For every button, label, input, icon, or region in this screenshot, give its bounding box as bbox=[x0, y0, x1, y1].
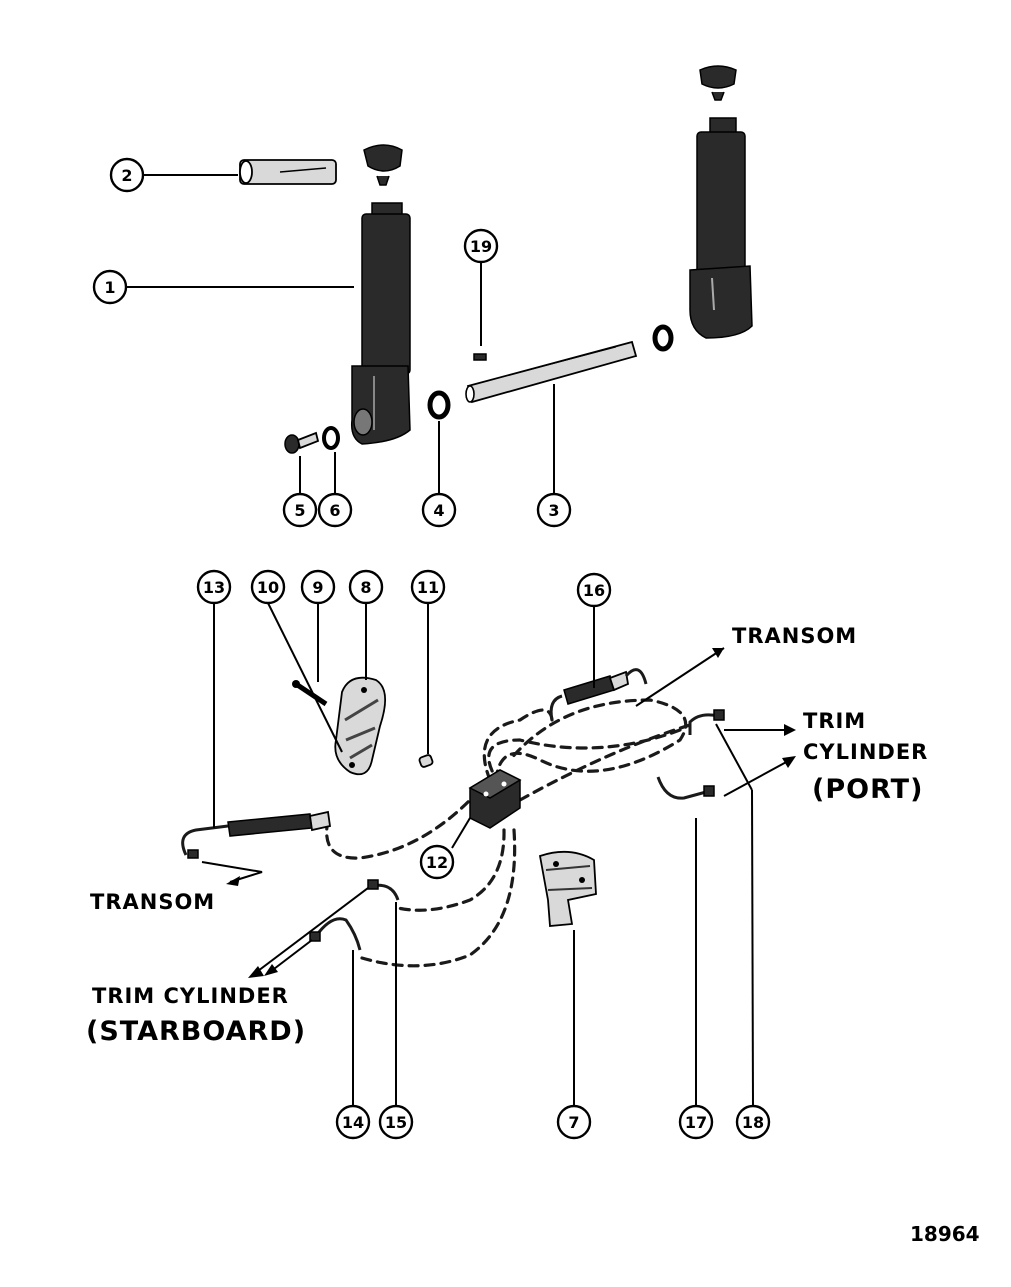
callout-6: 6 bbox=[317, 492, 353, 528]
label-trim-port-1: TRIM bbox=[803, 709, 866, 733]
pin-part-2 bbox=[239, 159, 337, 185]
svg-text:17: 17 bbox=[685, 1113, 707, 1132]
callout-16: 16 bbox=[576, 572, 612, 608]
cylinder-cap-left bbox=[363, 144, 403, 186]
callout-8: 8 bbox=[348, 569, 384, 605]
label-trim-port-2: CYLINDER bbox=[803, 740, 928, 764]
svg-text:8: 8 bbox=[360, 578, 371, 597]
callout-12: 12 bbox=[419, 844, 455, 880]
callout-13: 13 bbox=[196, 569, 232, 605]
callout-19: 19 bbox=[463, 228, 499, 264]
figure-number: 18964 bbox=[910, 1222, 980, 1246]
label-trim-port-3: (PORT) bbox=[812, 774, 923, 805]
svg-text:13: 13 bbox=[203, 578, 225, 597]
svg-text:15: 15 bbox=[385, 1113, 407, 1132]
washer-part-6 bbox=[322, 426, 340, 450]
svg-text:1: 1 bbox=[104, 278, 115, 297]
screw-part-9 bbox=[292, 680, 328, 707]
svg-text:18: 18 bbox=[742, 1113, 764, 1132]
leader-12 bbox=[451, 817, 471, 849]
valve-block-part-12 bbox=[468, 769, 522, 829]
callout-18: 18 bbox=[735, 1104, 771, 1140]
svg-text:19: 19 bbox=[470, 237, 492, 256]
tube-part-15 bbox=[367, 879, 400, 901]
label-trim-starboard-2: (STARBOARD) bbox=[86, 1016, 306, 1047]
hose-part-13 bbox=[181, 810, 332, 859]
bracket-part-7 bbox=[538, 850, 597, 927]
callout-3: 3 bbox=[536, 492, 572, 528]
leader-18b bbox=[751, 789, 754, 1107]
leader-10 bbox=[267, 602, 343, 753]
callout-11: 11 bbox=[410, 569, 446, 605]
callout-9: 9 bbox=[300, 569, 336, 605]
leader-18a bbox=[715, 723, 753, 791]
callout-15: 15 bbox=[378, 1104, 414, 1140]
svg-text:6: 6 bbox=[329, 501, 340, 520]
trim-cylinder-left bbox=[350, 202, 411, 445]
arrow-transom-left bbox=[201, 861, 263, 886]
label-transom-left: TRANSOM bbox=[90, 890, 215, 914]
svg-text:12: 12 bbox=[426, 853, 448, 872]
arrow-trim-port bbox=[723, 724, 796, 797]
tube-part-17 bbox=[656, 776, 715, 800]
svg-text:9: 9 bbox=[312, 578, 323, 597]
callout-7: 7 bbox=[556, 1104, 592, 1140]
svg-text:2: 2 bbox=[121, 166, 132, 185]
arrow-transom-top bbox=[635, 647, 725, 707]
svg-text:5: 5 bbox=[294, 501, 305, 520]
washer-part-4 bbox=[427, 390, 451, 420]
bolt-part-5 bbox=[284, 431, 320, 454]
svg-text:7: 7 bbox=[568, 1113, 579, 1132]
label-trim-starboard-1: TRIM CYLINDER bbox=[92, 984, 289, 1008]
manifold-plate-part-8 bbox=[334, 676, 386, 776]
svg-text:3: 3 bbox=[548, 501, 559, 520]
svg-text:10: 10 bbox=[257, 578, 279, 597]
callout-10: 10 bbox=[250, 569, 286, 605]
callout-5: 5 bbox=[282, 492, 318, 528]
callout-14: 14 bbox=[335, 1104, 371, 1140]
fitting-part-11 bbox=[418, 754, 434, 768]
key-part-19 bbox=[473, 353, 487, 361]
tube-part-14 bbox=[309, 917, 362, 951]
svg-text:14: 14 bbox=[342, 1113, 364, 1132]
svg-text:16: 16 bbox=[583, 581, 605, 600]
svg-text:11: 11 bbox=[417, 578, 439, 597]
tube-part-18 bbox=[688, 709, 725, 735]
label-transom-top: TRANSOM bbox=[732, 624, 857, 648]
callout-17: 17 bbox=[678, 1104, 714, 1140]
shaft-part-3 bbox=[465, 340, 638, 404]
svg-text:4: 4 bbox=[433, 501, 444, 520]
callout-1: 1 bbox=[92, 269, 128, 305]
trim-cylinder-right bbox=[689, 117, 753, 339]
hose-part-16 bbox=[549, 668, 648, 721]
hydraulic-lines bbox=[325, 698, 692, 968]
callout-2: 2 bbox=[109, 157, 145, 193]
callout-4: 4 bbox=[421, 492, 457, 528]
cylinder-cap-right bbox=[699, 65, 737, 101]
arrow-trim-starboard bbox=[248, 887, 369, 978]
washer-right bbox=[652, 324, 674, 352]
